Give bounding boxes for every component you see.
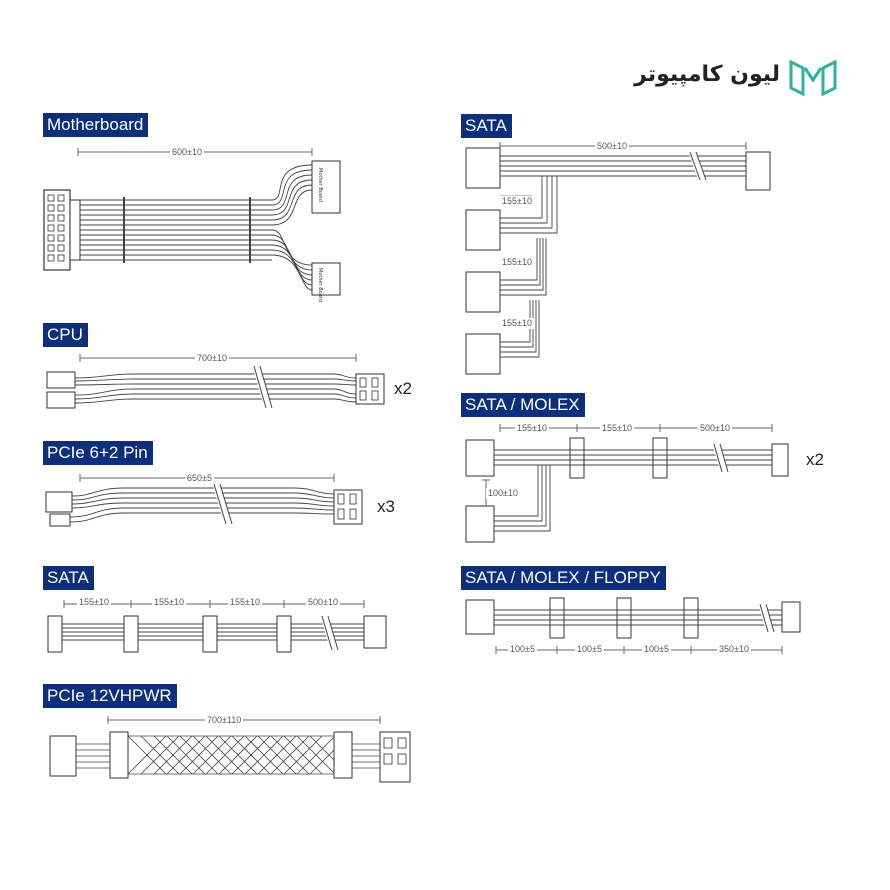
motherboard-cable-drawing xyxy=(43,148,341,296)
sata-molex-floppy-dim-1: 100±5 xyxy=(508,644,537,655)
pcie-12vhpwr-label: PCIe 12VHPWR xyxy=(43,684,177,708)
sata-left-dim-3: 155±10 xyxy=(228,597,262,608)
sata-left-dim-1: 155±10 xyxy=(77,597,111,608)
pcie-label: PCIe 6+2 Pin xyxy=(43,441,153,465)
sata-molex-count: x2 xyxy=(806,450,824,469)
sata-right-dim-branch-1: 155±10 xyxy=(500,196,534,207)
motherboard-label: Motherboard xyxy=(43,113,149,137)
sata-left-dim-4: 500±10 xyxy=(306,597,340,608)
sata-molex-dim-2: 155±10 xyxy=(600,423,634,434)
brand-logo: لیون کامپیوتر xyxy=(605,58,845,98)
sata-molex-dim-1: 155±10 xyxy=(515,423,549,434)
sata-molex-label: SATA / MOLEX xyxy=(461,393,585,417)
sata-molex-dim-4: 100±10 xyxy=(486,488,520,499)
sata-molex-floppy-dim-4: 350±10 xyxy=(717,644,751,655)
sata-right-dim-branch-2: 155±10 xyxy=(500,257,534,268)
sata-molex-floppy-label: SATA / MOLEX / FLOPPY xyxy=(461,566,666,590)
sata-molex-floppy-dim-3: 100±5 xyxy=(642,644,671,655)
motherboard-dim-length: 600±10 xyxy=(170,147,204,158)
sata-right-dim-branch-3: 155±10 xyxy=(500,318,534,329)
pcie-cable-drawing xyxy=(45,474,363,527)
sata-right-dim-length: 500±10 xyxy=(595,141,629,152)
cpu-cable-drawing xyxy=(46,354,385,409)
sata-left-cable-drawing xyxy=(47,600,387,653)
cpu-dim-length: 700±10 xyxy=(195,353,229,364)
sata-molex-floppy-cable-drawing xyxy=(465,597,801,654)
motherboard-connector-label-aux: Mother Board xyxy=(317,268,323,302)
cpu-label: CPU xyxy=(43,323,88,347)
pcie-12vhpwr-cable-drawing xyxy=(49,716,411,783)
sata-molex-cable-drawing xyxy=(465,424,789,543)
sata-molex-dim-3: 500±10 xyxy=(698,423,732,434)
sata-left-dim-2: 155±10 xyxy=(152,597,186,608)
sata-right-label: SATA xyxy=(461,114,512,138)
sata-molex-floppy-dim-2: 100±5 xyxy=(575,644,604,655)
brand-name: لیون کامپیوتر xyxy=(634,62,780,87)
sata-left-label: SATA xyxy=(43,566,94,590)
pcie-12vhpwr-dim-length: 700±110 xyxy=(205,715,244,726)
cpu-count: x2 xyxy=(394,379,412,398)
brand-mark-icon xyxy=(789,59,837,96)
pcie-dim-length: 650±5 xyxy=(185,473,214,484)
pcie-count: x3 xyxy=(377,497,395,516)
motherboard-connector-label-main: Mother Board xyxy=(317,168,323,202)
